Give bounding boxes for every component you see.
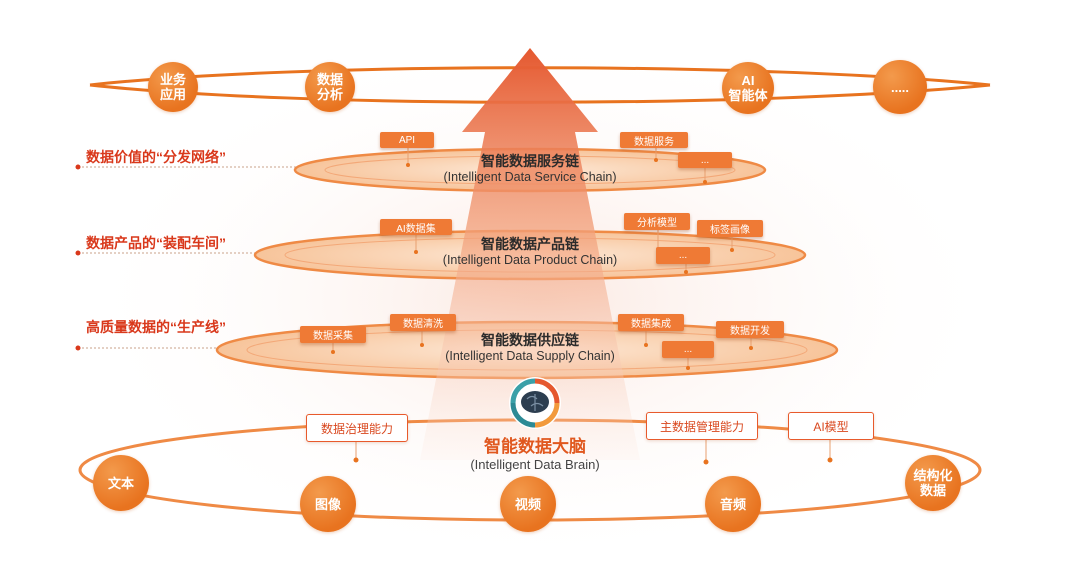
service-chain-title-zh: 智能数据服务链 <box>481 153 579 169</box>
supply-chain-title: 智能数据供应链 (Intelligent Data Supply Chain) <box>410 332 650 364</box>
node-more: ..... <box>873 60 927 114</box>
brain-title-en: (Intelligent Data Brain) <box>470 457 600 472</box>
side-label-service: 数据价值的“分发网络” <box>86 149 226 165</box>
node-audio: 音频 <box>705 476 761 532</box>
side-label-product: 数据产品的“装配车间” <box>86 235 226 251</box>
supply-chain-title-en: (Intelligent Data Supply Chain) <box>445 349 615 363</box>
tag-data-integration: 数据集成 <box>618 314 684 331</box>
brain-title-zh: 智能数据大脑 <box>484 437 586 456</box>
tag-analysis-model: 分析模型 <box>624 213 690 230</box>
brain-title: 智能数据大脑 (Intelligent Data Brain) <box>420 437 650 472</box>
node-business-app: 业务 应用 <box>148 62 198 112</box>
product-chain-title-zh: 智能数据产品链 <box>481 236 579 252</box>
node-ai-agent: AI 智能体 <box>722 62 774 114</box>
node-structured-data: 结构化 数据 <box>905 455 961 511</box>
capability-master-data: 主数据管理能力 <box>646 412 758 440</box>
brain-icon <box>509 377 561 429</box>
tag-supply-more: ... <box>662 341 714 358</box>
tag-service-more: ... <box>678 152 732 168</box>
tag-api: API <box>380 132 434 148</box>
product-chain-title: 智能数据产品链 (Intelligent Data Product Chain) <box>410 236 650 268</box>
node-video: 视频 <box>500 476 556 532</box>
tag-tag-profile: 标签画像 <box>697 220 763 237</box>
node-data-analysis: 数据 分析 <box>305 62 355 112</box>
service-chain-title-en: (Intelligent Data Service Chain) <box>443 170 617 184</box>
upward-arrow <box>420 48 640 460</box>
node-image: 图像 <box>300 476 356 532</box>
tag-ai-dataset: AI数据集 <box>380 219 452 235</box>
tag-data-collection: 数据采集 <box>300 326 366 343</box>
product-chain-title-en: (Intelligent Data Product Chain) <box>442 253 618 267</box>
capability-ai-model: AI模型 <box>788 412 874 440</box>
tag-data-cleaning: 数据清洗 <box>390 314 456 331</box>
node-text: 文本 <box>93 455 149 511</box>
tag-data-development: 数据开发 <box>716 321 784 338</box>
capability-data-governance: 数据治理能力 <box>306 414 408 442</box>
service-chain-title: 智能数据服务链 (Intelligent Data Service Chain) <box>410 153 650 185</box>
tag-product-more: ... <box>656 247 710 264</box>
tag-data-service: 数据服务 <box>620 132 688 148</box>
supply-chain-title-zh: 智能数据供应链 <box>481 332 579 348</box>
side-label-supply: 高质量数据的“生产线” <box>86 319 226 335</box>
